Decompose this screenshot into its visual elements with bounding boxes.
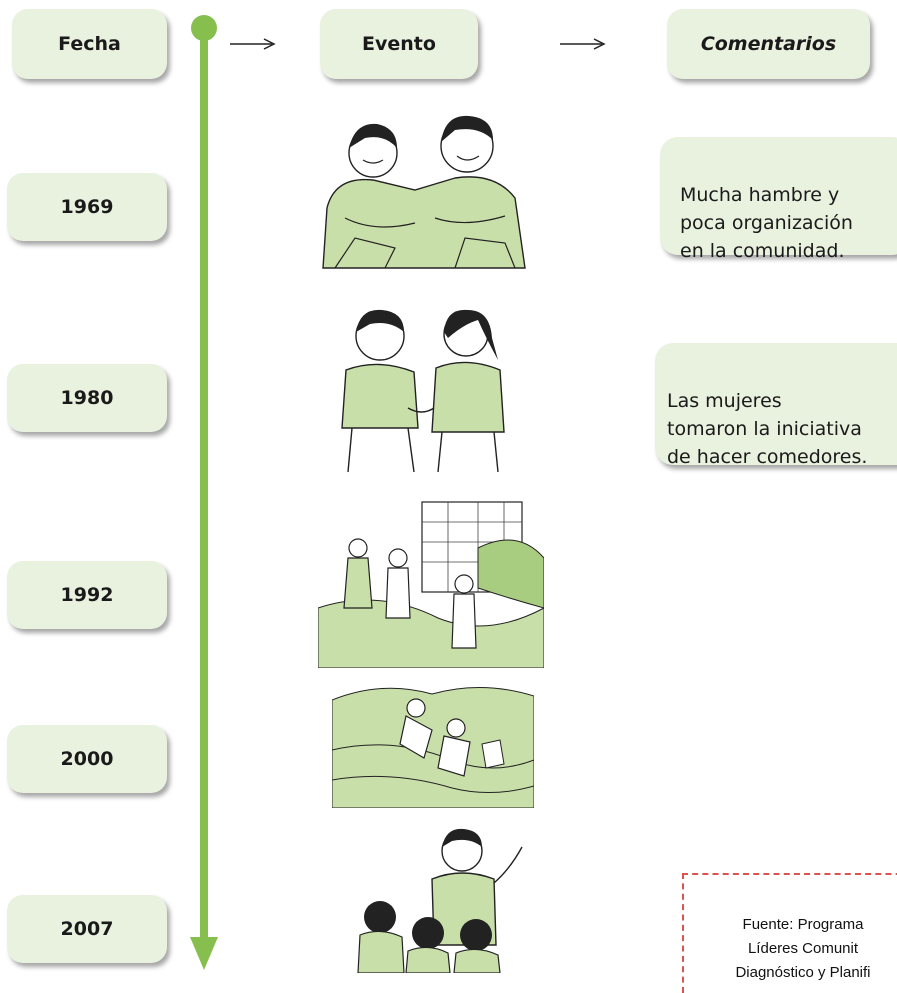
timeline-line <box>200 32 208 947</box>
comment-text: Mucha hambre y poca organización en la c… <box>680 184 853 262</box>
date-2000: 2000 <box>7 725 167 793</box>
header-date: Fecha <box>12 9 167 79</box>
man-speaking-to-group-illustration <box>357 828 523 973</box>
people-planting-field-illustration <box>332 686 534 808</box>
date-label: 1969 <box>60 196 114 218</box>
date-2007: 2007 <box>7 895 167 963</box>
man-and-woman-talking-illustration <box>341 309 505 473</box>
date-1992: 1992 <box>7 561 167 629</box>
date-label: 1992 <box>60 584 114 606</box>
comment-1969: Mucha hambre y poca organización en la c… <box>660 137 897 262</box>
header-comments: Comentarios <box>667 9 870 79</box>
arrow-right-icon <box>230 38 276 50</box>
header-event: Evento <box>320 9 478 79</box>
date-label: 2007 <box>60 918 114 940</box>
date-label: 2000 <box>60 748 114 770</box>
people-working-stone-wall-illustration <box>318 501 544 668</box>
header-comments-label: Comentarios <box>700 33 837 55</box>
header-event-label: Evento <box>362 33 436 55</box>
header-date-label: Fecha <box>58 33 121 55</box>
source-note-text: Fuente: Programa Líderes Comunit Diagnós… <box>735 916 871 981</box>
source-note: Fuente: Programa Líderes Comunit Diagnós… <box>682 873 897 993</box>
arrow-right-icon <box>560 38 606 50</box>
date-label: 1980 <box>60 387 114 409</box>
comment-1980: Las mujeres tomaron la iniciativa de hac… <box>655 343 897 468</box>
timeline <box>190 15 218 970</box>
comment-text: Las mujeres tomaron la iniciativa de hac… <box>667 390 868 468</box>
date-1980: 1980 <box>7 364 167 432</box>
timeline-start-dot <box>191 15 217 41</box>
two-men-sitting-illustration <box>322 115 526 269</box>
timeline-arrow-head-icon <box>190 937 218 970</box>
date-1969: 1969 <box>7 173 167 241</box>
